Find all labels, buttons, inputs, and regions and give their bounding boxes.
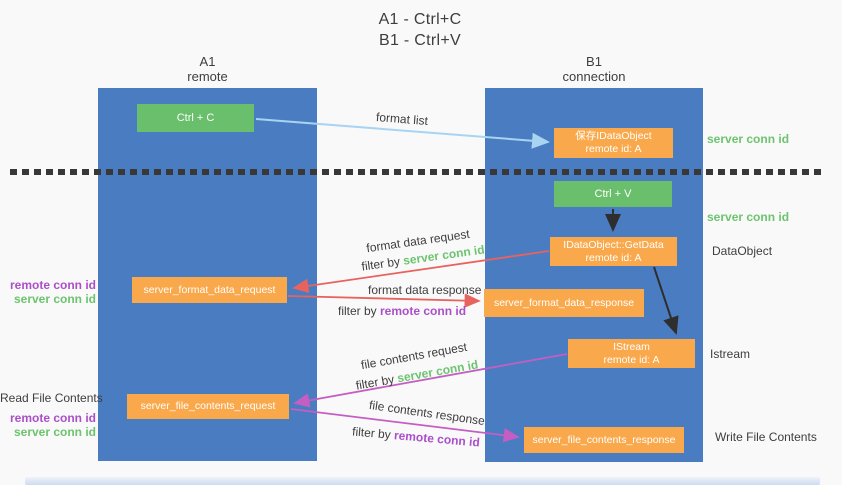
edge-label-filter-by-remote-conn-id-1: filter by remote conn id — [338, 304, 466, 318]
label-read-file-contents: Read File Contents — [0, 391, 103, 405]
column-b1-subtitle: connection — [562, 69, 626, 84]
label-istream: Istream — [710, 347, 751, 361]
node-ctrl-v: Ctrl + V — [554, 181, 672, 207]
column-b1-name: B1 — [586, 54, 602, 69]
node-server-format-data-response: server_format_data_response — [484, 289, 644, 317]
node-ctrl-v-label: Ctrl + V — [594, 188, 632, 200]
title-line-1: A1 - Ctrl+C — [378, 11, 462, 28]
node-server-format-data-request: server_format_data_request — [132, 277, 287, 303]
node-server-file-contents-request-label: server_file_contents_request — [140, 400, 276, 412]
node-save-idataobject-line1: 保存IDataObject — [575, 130, 652, 142]
node-idataobject-getdata-line2: remote id: A — [585, 251, 642, 264]
label-write-file-contents: Write File Contents — [715, 430, 817, 444]
diagram-title: A1 - Ctrl+C B1 - Ctrl+V — [300, 9, 540, 51]
column-b1-header: B1 connection — [485, 54, 703, 84]
node-ctrl-c-label: Ctrl + C — [176, 112, 215, 124]
column-a1-header: A1 remote — [98, 54, 317, 84]
edge-label-format-list: format list — [375, 109, 429, 129]
node-ctrl-c: Ctrl + C — [137, 104, 254, 132]
node-server-file-contents-response-label: server_file_contents_response — [532, 433, 676, 446]
column-a1-name: A1 — [199, 54, 216, 69]
node-server-format-data-response-label: server_format_data_response — [493, 296, 635, 309]
remote-conn-id-text: remote conn id — [380, 304, 467, 318]
label-remote-conn-id-left-2: remote conn id — [9, 411, 96, 425]
window-bottom-edge — [25, 477, 820, 485]
remote-conn-id-text: remote conn id — [393, 428, 481, 450]
filter-by-text: filter by — [351, 424, 395, 443]
node-istream-line1: IStream — [613, 340, 650, 353]
edge-label-format-data-response: format data response — [368, 283, 482, 297]
node-idataobject-getdata: IDataObject::GetData remote id: A — [550, 237, 677, 266]
filter-by-text: filter by — [354, 371, 399, 393]
node-save-idataobject-line2: remote id: A — [585, 143, 642, 155]
edge-label-filter-by-remote-conn-id-2: filter by remote conn id — [352, 424, 481, 449]
label-server-conn-id-right-2: server conn id — [707, 210, 790, 224]
label-server-conn-id-right-1: server conn id — [707, 132, 790, 146]
label-remote-conn-id-left-1: remote conn id — [9, 278, 96, 292]
filter-by-text: filter by — [360, 253, 405, 274]
node-server-file-contents-response: server_file_contents_response — [524, 427, 684, 453]
node-server-format-data-request-label: server_format_data_request — [143, 283, 276, 296]
title-line-2: B1 - Ctrl+V — [379, 32, 461, 49]
filter-by-text: filter by — [338, 304, 381, 318]
session-divider-dotted-line — [10, 169, 822, 175]
label-server-conn-id-left-1: server conn id — [13, 292, 96, 306]
node-istream-line2: remote id: A — [603, 353, 660, 366]
label-server-conn-id-left-2: server conn id — [13, 425, 96, 439]
edge-label-file-contents-response: file contents response — [368, 397, 486, 429]
node-idataobject-getdata-line1: IDataObject::GetData — [563, 238, 664, 251]
label-dataobject: DataObject — [712, 244, 773, 258]
node-save-idataobject: 保存IDataObject remote id: A — [554, 128, 673, 158]
node-server-file-contents-request: server_file_contents_request — [127, 394, 289, 419]
node-istream: IStream remote id: A — [568, 339, 695, 368]
column-a1-subtitle: remote — [187, 69, 228, 84]
